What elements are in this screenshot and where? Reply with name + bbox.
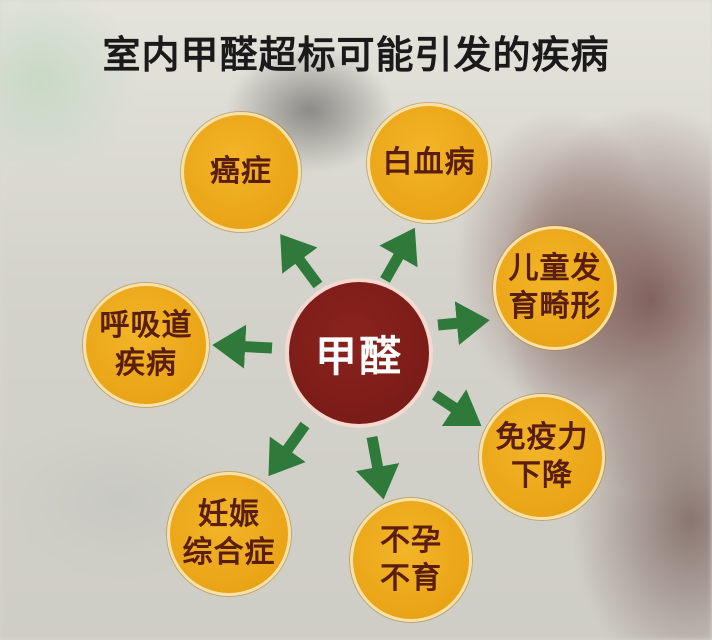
node-label: 癌症 xyxy=(210,154,272,189)
arrow-to-leukemia xyxy=(379,227,418,283)
node-cancer: 癌症 xyxy=(181,112,301,232)
node-label: 不孕 不育 xyxy=(380,523,442,596)
arrow-to-pregnancy xyxy=(268,421,310,477)
node-pregnancy: 妊娠 综合症 xyxy=(167,472,291,596)
arrow-to-respiratory xyxy=(212,324,273,369)
node-respiratory: 呼吸道 疾病 xyxy=(83,283,209,407)
arrow-to-cancer xyxy=(280,234,323,289)
arrow-to-infertility xyxy=(355,435,400,500)
page-title: 室内甲醛超标可能引发的疾病 xyxy=(102,33,610,77)
center-label: 甲醛 xyxy=(314,331,403,381)
node-label: 免疫力 下降 xyxy=(495,420,589,493)
node-label: 儿童发 育畸形 xyxy=(508,251,602,324)
node-infertility: 不孕 不育 xyxy=(350,498,472,622)
node-label: 妊娠 综合症 xyxy=(182,497,276,570)
center-node-formaldehyde: 甲醛 xyxy=(285,278,433,428)
node-immunity: 免疫力 下降 xyxy=(479,394,605,520)
arrow-to-child-development xyxy=(437,301,490,346)
node-leukemia: 白血病 xyxy=(367,103,491,223)
node-child-development: 儿童发 育畸形 xyxy=(493,226,617,350)
arrow-to-immunity xyxy=(431,389,482,426)
node-label: 白血病 xyxy=(382,145,476,180)
node-label: 呼吸道 疾病 xyxy=(99,308,193,381)
